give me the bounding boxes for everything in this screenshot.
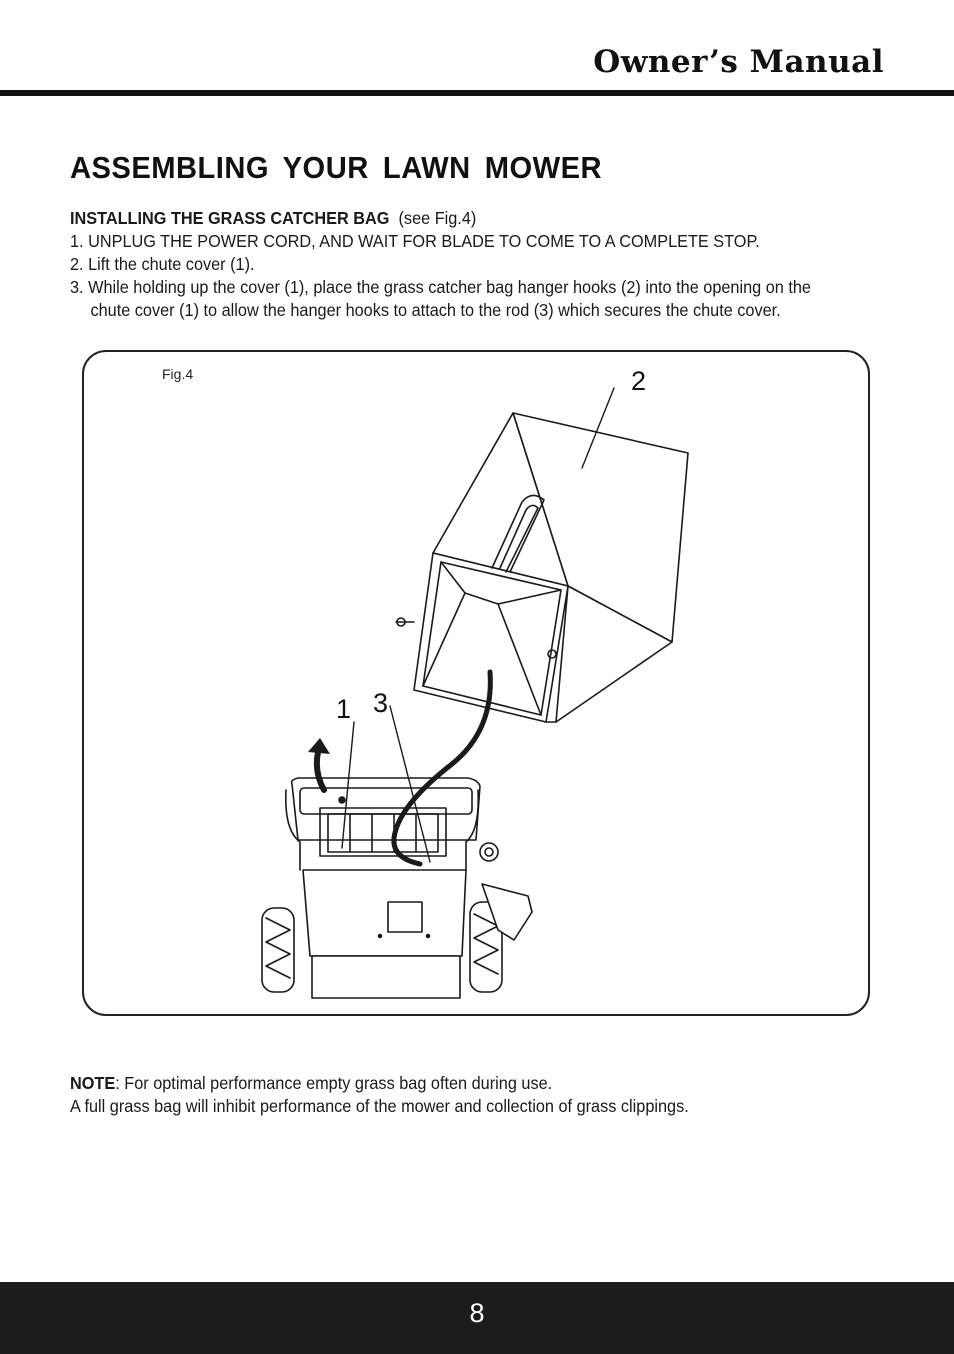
callout-1-leader	[341, 721, 355, 849]
figure-frame	[82, 350, 870, 1016]
instructions-figure-ref: (see Fig.4)	[389, 208, 477, 228]
note: NOTE: For optimal performance empty gras…	[70, 1072, 890, 1118]
instructions-subheading: INSTALLING THE GRASS CATCHER BAG	[70, 208, 390, 228]
header-rule	[0, 90, 954, 96]
manual-title: Owner’s Manual	[593, 44, 884, 80]
footer-bar	[0, 1282, 954, 1354]
step-3: 3. While holding up the cover (1), place…	[70, 277, 811, 297]
note-line-2: A full grass bag will inhibit performanc…	[70, 1096, 689, 1116]
callout-3-leader	[389, 705, 431, 863]
figure-label: Fig.4	[162, 366, 194, 382]
grass-catcher-bag	[395, 412, 689, 723]
callout-1: 1	[336, 694, 352, 724]
section-title: ASSEMBLING YOUR LAWN MOWER	[70, 150, 603, 185]
lift-arrow	[308, 738, 330, 793]
step-3-continued: chute cover (1) to allow the hanger hook…	[90, 300, 781, 320]
step-2: 2. Lift the chute cover (1).	[70, 254, 255, 274]
callout-2-leader	[581, 387, 615, 469]
instructions-subheading-line: INSTALLING THE GRASS CATCHER BAG (see Fi…	[70, 207, 833, 230]
note-label: NOTE	[70, 1073, 116, 1093]
step-1: 1. UNPLUG THE POWER CORD, AND WAIT FOR B…	[70, 231, 760, 251]
callout-3: 3	[373, 688, 389, 718]
note-text: : For optimal performance empty grass ba…	[115, 1073, 553, 1093]
lawn-mower	[261, 777, 533, 999]
page-number: 8	[469, 1298, 485, 1328]
callout-2: 2	[631, 366, 647, 396]
installation-path-arrow	[391, 669, 493, 867]
instructions: INSTALLING THE GRASS CATCHER BAG (see Fi…	[70, 207, 890, 322]
note-line-1: NOTE: For optimal performance empty gras…	[70, 1072, 833, 1095]
